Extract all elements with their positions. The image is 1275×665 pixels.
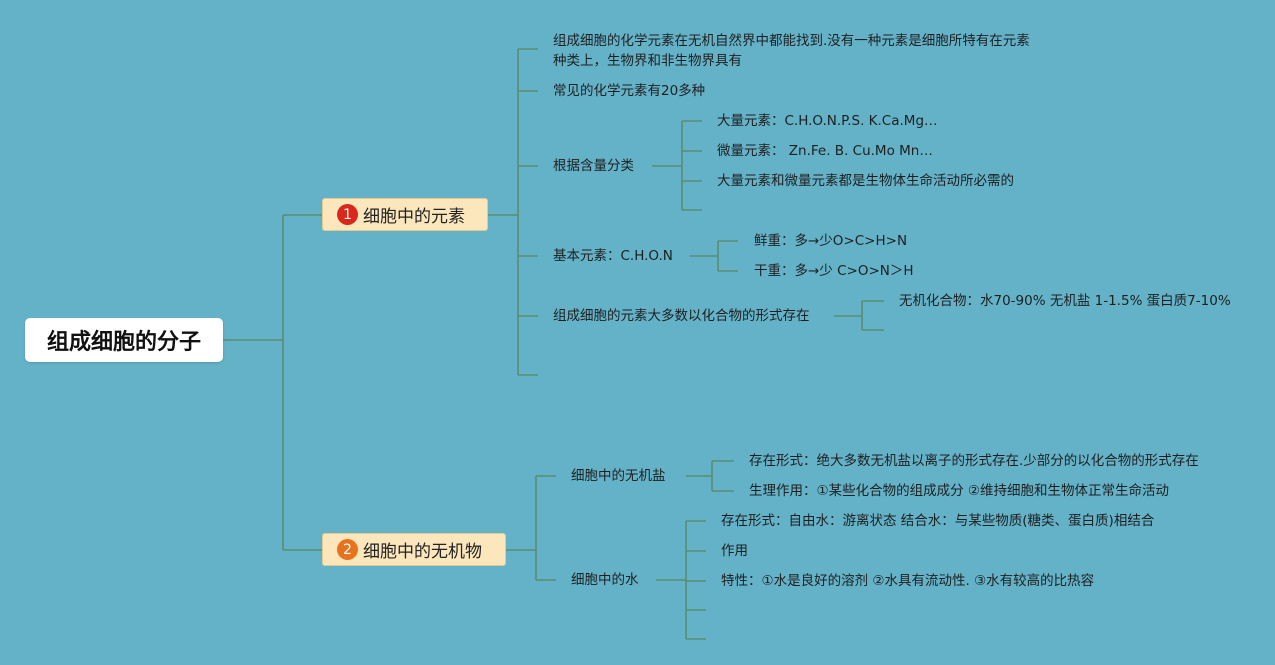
topic-dry-weight[interactable]: 干重：多→少 C>O>N＞H [754,263,914,279]
topic-inorganic-salt[interactable]: 细胞中的无机盐 [571,468,666,484]
content-class-connector [652,120,702,211]
topic-macro-elements[interactable]: 大量元素：C.H.O.N.P.S. K.Ca.Mg… [717,113,938,129]
topic-content-classification[interactable]: 根据含量分类 [553,158,634,174]
basic-elements-connector [690,240,738,272]
root-connector [223,214,322,551]
topic-trace-elements[interactable]: 微量元素： Zn.Fe. B. Cu.Mo Mn… [717,143,933,159]
topic-common-elements[interactable]: 常见的化学元素有20多种 [553,83,706,99]
root-title: 组成细胞的分子 [46,330,201,355]
topic-water-properties[interactable]: 特性：①水是良好的溶剂 ②水具有流动性. ③水有较高的比热容 [721,573,1095,589]
topic-elements-found-line1[interactable]: 组成细胞的化学元素在无机自然界中都能找到.没有一种元素是细胞所特有在元素 [553,33,1030,49]
topic-water-role[interactable]: 作用 [721,543,748,559]
topic-elements-found-line2[interactable]: 种类上，生物界和非生物界具有 [553,53,742,69]
topic-salt-form[interactable]: 存在形式：绝大多数无机盐以离子的形式存在.少部分的以化合物的形式存在 [749,453,1199,469]
topic-elements-necessary[interactable]: 大量元素和微量元素都是生物体生命活动所必需的 [717,173,1014,189]
number-badge-1: 1 [337,204,358,225]
branch-inorganic[interactable]: 2 细胞中的无机物 [322,533,506,566]
topic-water[interactable]: 细胞中的水 [571,572,639,588]
water-connector [656,520,706,640]
branch1-connector [488,48,538,376]
root-topic[interactable]: 组成细胞的分子 [25,318,223,362]
topic-basic-elements[interactable]: 基本元素：C.H.O.N [553,248,673,264]
branch-inorganic-label: 细胞中的无机物 [363,542,482,562]
number-badge-2: 2 [337,539,358,560]
compound-connector [834,300,884,331]
topic-salt-function[interactable]: 生理作用：①某些化合物的组成成分 ②维持细胞和生物体正常生命活动 [749,483,1169,499]
topic-fresh-weight[interactable]: 鲜重：多→少O>C>H>N [754,233,908,249]
branch-elements[interactable]: 1 细胞中的元素 [322,198,488,231]
salt-connector [686,460,734,492]
topic-inorganic-compounds[interactable]: 无机化合物：水70-90% 无机盐 1-1.5% 蛋白质7-10% [899,293,1231,309]
topic-compound-form[interactable]: 组成细胞的元素大多数以化合物的形式存在 [553,308,810,324]
branch-elements-label: 细胞中的元素 [363,207,465,227]
branch2-connector [506,475,556,581]
topic-water-form[interactable]: 存在形式：自由水：游离状态 结合水：与某些物质(糖类、蛋白质)相结合 [721,513,1155,529]
